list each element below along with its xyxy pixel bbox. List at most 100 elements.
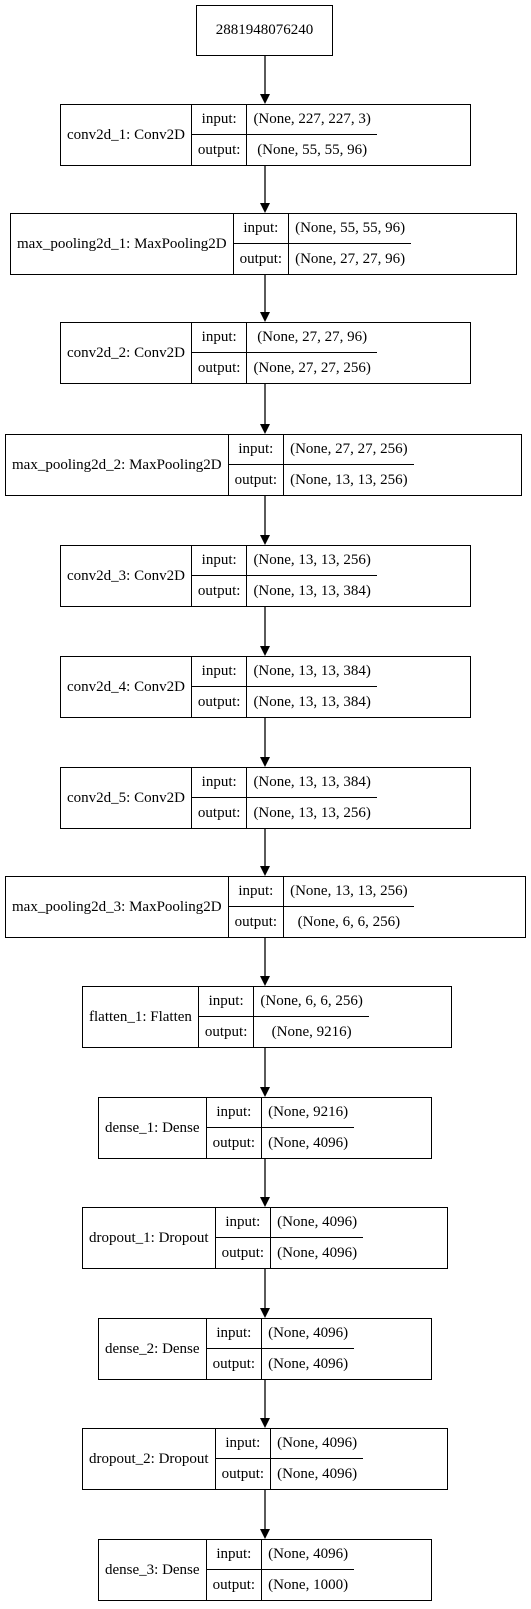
edge-arrowhead — [260, 1529, 270, 1539]
input-label: input: — [228, 435, 285, 465]
layer-io-table: input:(None, 27, 27, 96)output: (None, 27… — [191, 323, 377, 383]
input-label: input: — [191, 546, 248, 576]
edge-arrowhead — [260, 1197, 270, 1207]
output-label: output: — [192, 353, 248, 383]
layer-name: max_pooling2d_1: MaxPooling2D — [11, 214, 234, 274]
output-shape: (None, 13, 13, 384) — [253, 582, 371, 599]
output-label: output: — [216, 1238, 272, 1268]
input-label: input: — [191, 105, 248, 135]
input-shape: (None, 4096) — [271, 1429, 364, 1459]
output-shape: (None, 13, 13, 256) — [253, 804, 371, 821]
layer-io-table: input:(None, 4096)output:(None, 4096) — [206, 1319, 355, 1379]
input-shape: (None, 27, 27, 96) — [247, 323, 377, 353]
layer-name: max_pooling2d_2: MaxPooling2D — [6, 435, 229, 495]
output-label: output: — [192, 576, 248, 606]
layer-io-table: input:(None, 13, 13, 256)output:(None, 6… — [228, 877, 414, 937]
output-label: output: — [207, 1349, 263, 1379]
output-shape: (None, 13, 13, 256) — [290, 471, 408, 488]
edge-arrowhead — [260, 757, 270, 767]
layer-name: dense_2: Dense — [99, 1319, 207, 1379]
edge-arrowhead — [260, 203, 270, 213]
edge-arrowhead — [260, 94, 270, 104]
layer-name: conv2d_4: Conv2D — [61, 657, 192, 717]
layer-name: dense_3: Dense — [99, 1540, 207, 1600]
input-shape: (None, 9216) — [262, 1098, 355, 1128]
layer-io-table: input:(None, 4096)output:(None, 4096) — [215, 1429, 364, 1489]
input-shape: (None, 4096) — [262, 1540, 355, 1570]
output-shape: (None, 9216) — [271, 1023, 352, 1040]
input-shape: (None, 27, 27, 256) — [284, 435, 414, 465]
layer-io-table: input:(None, 4096)output:(None, 4096) — [215, 1208, 364, 1268]
input-label: input: — [191, 323, 248, 353]
output-shape: (None, 4096) — [277, 1465, 358, 1482]
output-shape: (None, 4096) — [268, 1134, 349, 1151]
input-shape: (None, 55, 55, 96) — [289, 214, 412, 244]
edge-arrowhead — [260, 424, 270, 434]
output-shape: (None, 6, 6, 256) — [297, 913, 401, 930]
input-shape: (None, 6, 6, 256) — [254, 987, 369, 1017]
output-shape: (None, 4096) — [277, 1244, 358, 1261]
input-label: input: — [206, 1098, 263, 1128]
layer-io-table: input:(None, 27, 27, 256)output: (None, 1… — [228, 435, 414, 495]
layer-io-table: input:(None, 13, 13, 384)output:(None, 1… — [191, 768, 377, 828]
input-shape: (None, 4096) — [271, 1208, 364, 1238]
output-label: output: — [199, 1017, 255, 1047]
layer-name: max_pooling2d_3: MaxPooling2D — [6, 877, 229, 937]
input-label: input: — [215, 1429, 272, 1459]
layer-io-table: input:(None, 227, 227, 3)output: (None, 5… — [191, 105, 377, 165]
edge-arrowhead — [260, 866, 270, 876]
output-shape: (None, 55, 55, 96) — [257, 141, 368, 158]
input-shape: (None, 13, 13, 384) — [247, 657, 377, 687]
layer-io-table: input:(None, 4096)output: (None, 1000) — [206, 1540, 355, 1600]
output-label: output: — [229, 465, 285, 495]
output-shape: (None, 27, 27, 96) — [295, 250, 406, 267]
layer-name: conv2d_3: Conv2D — [61, 546, 192, 606]
edge-arrowhead — [260, 535, 270, 545]
edge-arrowhead — [260, 976, 270, 986]
output-label: output: — [192, 135, 248, 165]
layer-name: conv2d_2: Conv2D — [61, 323, 192, 383]
output-shape: (None, 1000) — [268, 1576, 349, 1593]
edge-arrowhead — [260, 312, 270, 322]
input-shape: (None, 13, 13, 256) — [284, 877, 414, 907]
input-shape: (None, 13, 13, 384) — [247, 768, 377, 798]
layer-io-table: input:(None, 13, 13, 384)output:(None, 1… — [191, 657, 377, 717]
layer-io-table: input:(None, 13, 13, 256)output:(None, 1… — [191, 546, 377, 606]
input-label: input: — [191, 657, 248, 687]
input-label: input: — [215, 1208, 272, 1238]
input-shape: (None, 4096) — [262, 1319, 355, 1349]
layer-name: conv2d_5: Conv2D — [61, 768, 192, 828]
root-node-label: 2881948076240 — [215, 22, 314, 38]
input-shape: (None, 227, 227, 3) — [247, 105, 377, 135]
output-label: output: — [192, 687, 248, 717]
layer-name: dropout_2: Dropout — [83, 1429, 216, 1489]
output-label: output: — [192, 798, 248, 828]
layer-io-table: input:(None, 9216)output:(None, 4096) — [206, 1098, 355, 1158]
edge-arrowhead — [260, 1308, 270, 1318]
input-label: input: — [206, 1319, 263, 1349]
output-label: output: — [207, 1570, 263, 1600]
output-shape: (None, 4096) — [268, 1355, 349, 1372]
root-node: 2881948076240 — [196, 5, 333, 56]
edge-arrowhead — [260, 1418, 270, 1428]
input-label: input: — [233, 214, 290, 244]
layer-name: dense_1: Dense — [99, 1098, 207, 1158]
output-shape: (None, 27, 27, 256) — [253, 359, 371, 376]
input-label: input: — [206, 1540, 263, 1570]
layer-io-table: input:(None, 55, 55, 96)output: (None, 27… — [233, 214, 412, 274]
output-label: output: — [234, 244, 290, 274]
